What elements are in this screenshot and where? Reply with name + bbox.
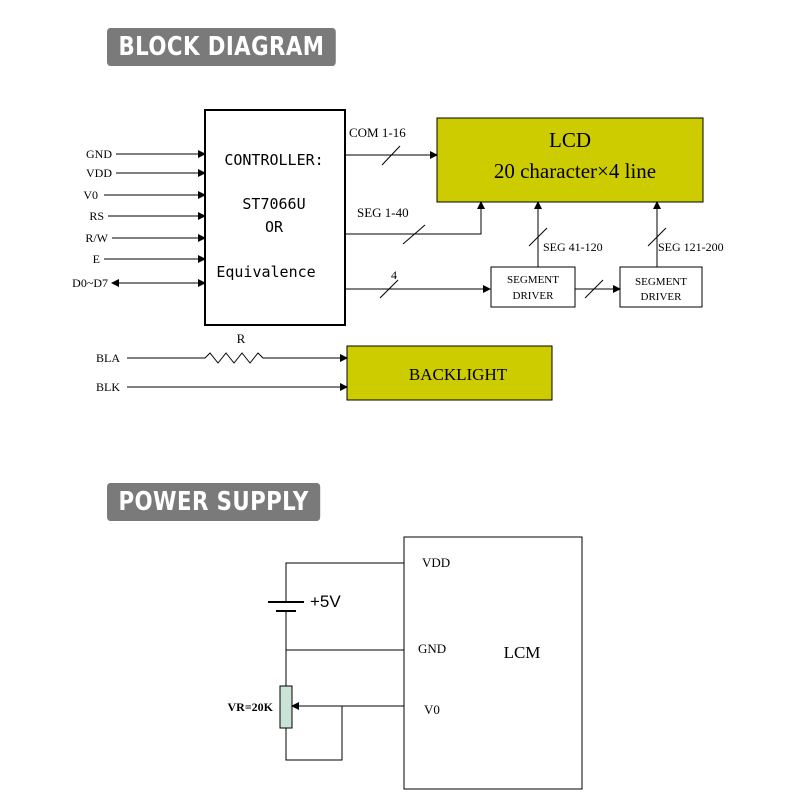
potentiometer <box>279 685 293 729</box>
pin-vdd: VDD <box>86 166 112 180</box>
controller-label-2: ST7066U <box>242 195 305 213</box>
controller-box <box>204 109 346 326</box>
segment-driver-2 <box>619 266 703 308</box>
power-supply-title: POWER SUPPLY <box>107 483 321 521</box>
backlight-box <box>346 345 553 401</box>
pin-blk: BLK <box>96 380 120 394</box>
resistor-label: R <box>237 331 246 346</box>
seg-1-40-bus <box>345 201 485 235</box>
controller-label-4: Equivalence <box>216 263 315 281</box>
pin-v0: V0 <box>83 188 98 202</box>
lcm-gnd-label: GND <box>418 641 446 656</box>
controller-label-3: OR <box>265 218 284 236</box>
segment-driver-1-line2: DRIVER <box>513 290 555 302</box>
battery-label: +5V <box>310 592 341 611</box>
lcm-box <box>403 536 583 790</box>
input-pins: GND VDD V0 RS R/W E D0~D7 <box>72 147 206 290</box>
com-bus-label: COM 1-16 <box>349 125 406 140</box>
pin-e: E <box>93 252 100 266</box>
segment-driver-2-line2: DRIVER <box>641 291 683 303</box>
segment-driver-1-line1: SEGMENT <box>507 274 559 286</box>
seg-41-120-label: SEG 41-120 <box>543 240 603 254</box>
lcm-label: LCM <box>504 643 541 662</box>
pin-gnd: GND <box>86 147 112 161</box>
lcm-v0-label: V0 <box>424 702 440 717</box>
backlight-label: BACKLIGHT <box>409 365 508 384</box>
pin-rw: R/W <box>85 231 108 245</box>
lcd-size-label: 20 character×4 line <box>494 159 656 183</box>
controller-label-1: CONTROLLER: <box>224 151 323 169</box>
segment-driver-2-line1: SEGMENT <box>635 276 687 288</box>
pin-d0-d7: D0~D7 <box>72 276 108 290</box>
pin-bla: BLA <box>96 351 120 365</box>
bla-resistor-line <box>127 352 348 364</box>
lcd-box <box>436 117 704 203</box>
segment-driver-1 <box>490 266 576 308</box>
lcd-label: LCD <box>549 128 591 152</box>
seg-121-200-label: SEG 121-200 <box>658 240 724 254</box>
lcm-vdd-label: VDD <box>422 555 450 570</box>
power-wiring <box>268 562 404 761</box>
bus-4-label: 4 <box>391 268 397 282</box>
pin-rs: RS <box>89 209 104 223</box>
block-diagram-title: BLOCK DIAGRAM <box>107 28 336 66</box>
seg-1-40-label: SEG 1-40 <box>357 205 409 220</box>
vr-label: VR=20K <box>227 700 273 714</box>
